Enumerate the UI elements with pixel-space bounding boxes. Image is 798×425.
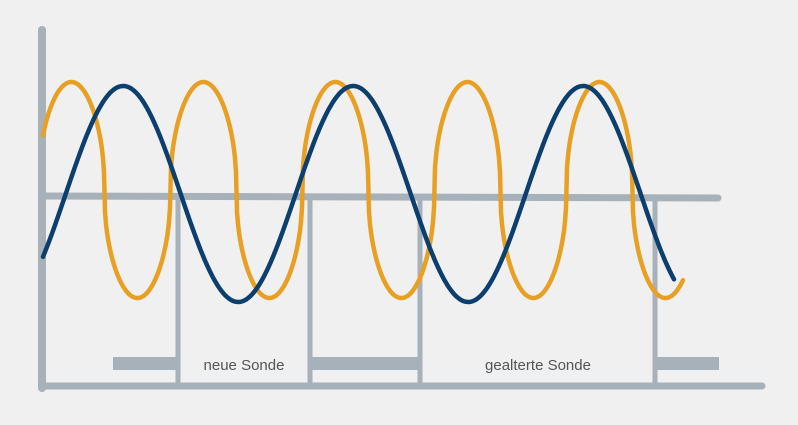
label-aged-probe: gealterte Sonde xyxy=(485,357,591,374)
wave-aged-probe xyxy=(40,83,677,305)
label-new-probe: neue Sonde xyxy=(204,357,285,374)
bracket-bar-right xyxy=(655,357,719,370)
midline xyxy=(38,192,722,202)
bracket-bar-middle xyxy=(310,357,420,370)
bracket-bar-left xyxy=(113,357,178,370)
wave-new-probe xyxy=(40,79,686,301)
